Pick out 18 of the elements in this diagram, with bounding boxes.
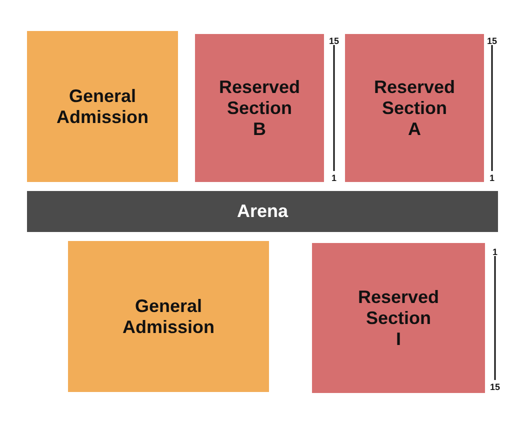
reserved-section (312, 243, 485, 393)
section-label: Reserved Section B (218, 76, 300, 140)
reserved-section (345, 34, 484, 182)
arena-floor (27, 191, 498, 232)
general-admission-section (27, 31, 178, 182)
section-label: General Admission (56, 86, 148, 128)
row-number: 1 (330, 173, 338, 183)
row-number: 1 (488, 173, 496, 183)
row-number: 1 (491, 247, 498, 257)
reserved-section (195, 34, 324, 182)
row-number: 15 (328, 36, 340, 46)
row-number: 15 (486, 36, 498, 46)
arena-label: Arena (236, 201, 288, 222)
general-admission-section (68, 241, 269, 392)
section-label: General Admission (122, 296, 214, 338)
section-label: Reserved Section I (358, 286, 440, 350)
row-number: 15 (488, 382, 501, 392)
section-label: Reserved Section A (374, 76, 456, 140)
